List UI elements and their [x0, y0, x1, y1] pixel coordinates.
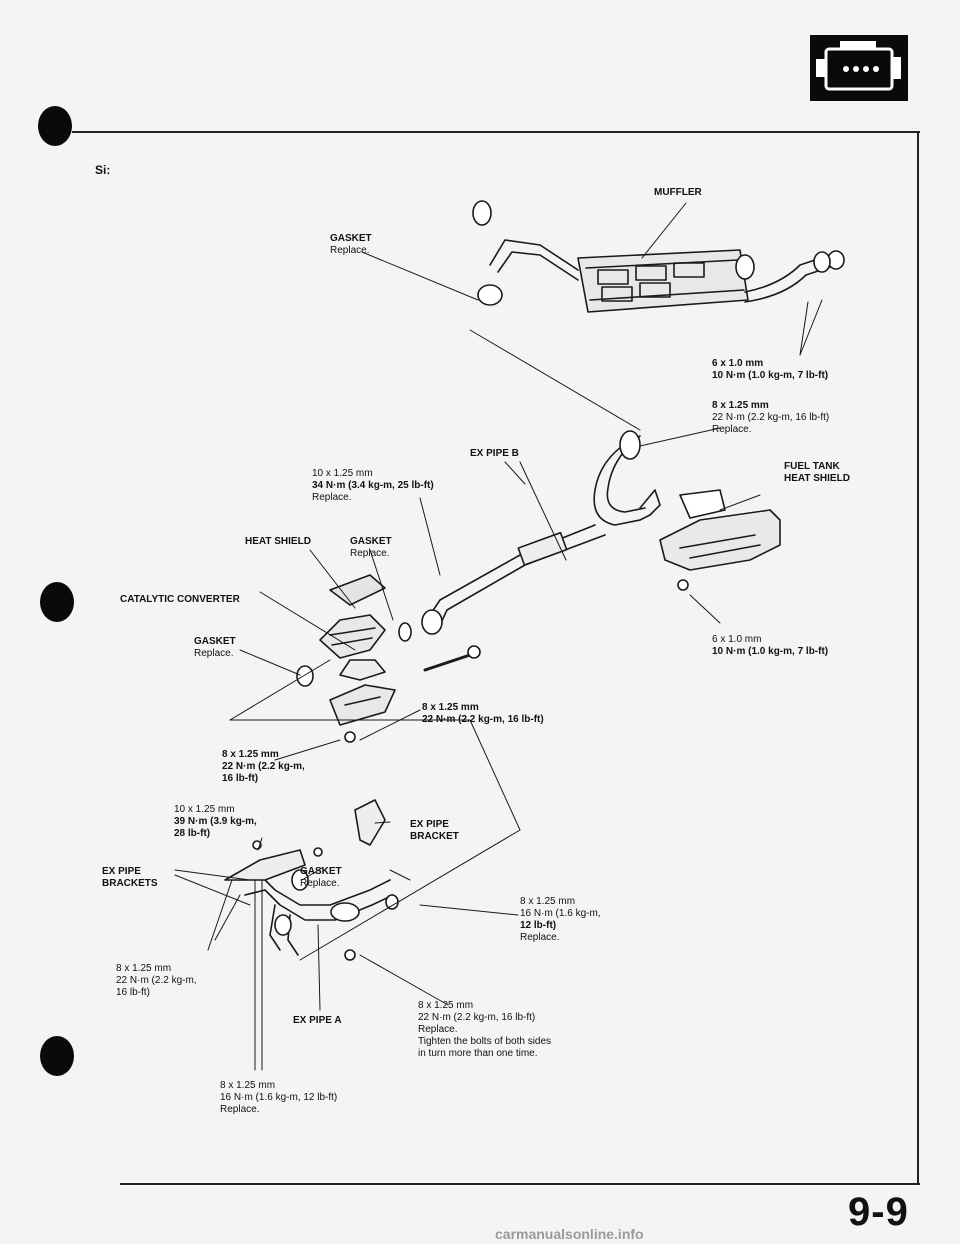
bolt-8x125-tighten-note: Replace.	[418, 1024, 458, 1035]
gasket-top-name: GASKET	[330, 233, 372, 244]
ex-pipe-b-part	[421, 430, 661, 635]
bolt-6x10-right-callout: 6 x 1.0 mm 10 N·m (1.0 kg-m, 7 lb-ft)	[712, 634, 828, 658]
bolt-8x125-16-note: Replace.	[520, 932, 560, 943]
bolt-10x125-34-torque: 34 N·m (3.4 kg-m, 25 lb-ft)	[312, 480, 434, 491]
gasket-left-note: Replace.	[194, 648, 234, 659]
section-label: Si:	[95, 163, 111, 177]
gasket-left-name: GASKET	[194, 636, 236, 647]
bolt-8x125-top-callout: 8 x 1.25 mm 22 N·m (2.2 kg-m, 16 lb-ft) …	[712, 400, 829, 436]
muffler-part	[489, 239, 845, 313]
bolt-8x125-16-torque1: 16 N·m (1.6 kg-m,	[520, 908, 601, 919]
watermark-text: carmanualsonline.info	[495, 1226, 644, 1242]
bolt-10x125-39-torque1: 39 N·m (3.9 kg-m,	[174, 816, 257, 827]
bolt-8x125-tighten-callout: 8 x 1.25 mm 22 N·m (2.2 kg-m, 16 lb-ft) …	[418, 1000, 551, 1060]
muffler-label: MUFFLER	[654, 187, 702, 198]
page-number: 9-9	[848, 1190, 909, 1234]
gasket-top-note: Replace.	[330, 245, 370, 256]
bolt-8x125-lowleft-torque2: 16 lb-ft)	[116, 987, 150, 998]
bolt-8x125-top-size: 8 x 1.25 mm	[712, 400, 769, 411]
bolt-6x10-top-torque: 10 N·m (1.0 kg-m, 7 lb-ft)	[712, 370, 829, 381]
bolt-6x10-right-torque: 10 N·m (1.0 kg-m, 7 lb-ft)	[712, 646, 829, 657]
engine-icon	[816, 41, 901, 91]
heat-shield-label: HEAT SHIELD	[245, 536, 311, 547]
bolt-8x125-left-callout: 8 x 1.25 mm 22 N·m (2.2 kg-m, 16 lb-ft)	[222, 749, 305, 785]
ex-pipe-bracket-part	[354, 799, 386, 846]
fuel-tank-heat-shield-part	[659, 489, 781, 571]
bolt-10x125-34-note: Replace.	[312, 492, 352, 503]
gasket-top-callout: GASKET Replace.	[330, 233, 372, 257]
bolt-8x125-lowleft-size: 8 x 1.25 mm	[116, 963, 172, 974]
gasket-left-callout: GASKET Replace.	[194, 636, 236, 660]
bolt-8x125-bottom-callout: 8 x 1.25 mm 16 N·m (1.6 kg-m, 12 lb-ft) …	[220, 1080, 337, 1116]
bolt-8x125-mid-callout: 8 x 1.25 mm 22 N·m (2.2 kg-m, 16 lb-ft)	[422, 702, 544, 726]
bolt-8x125-bottom-note: Replace.	[220, 1104, 260, 1115]
bolt-8x125-16-size: 8 x 1.25 mm	[520, 896, 576, 907]
gasket-mid-name: GASKET	[350, 536, 392, 547]
bolt-8x125-top-note: Replace.	[712, 424, 752, 435]
gasket-mid-callout: GASKET Replace.	[350, 536, 392, 560]
gasket-top-part	[472, 200, 492, 226]
fuel-tank-heat-shield-callout: FUEL TANK HEAT SHIELD	[784, 461, 850, 485]
bolt-8x125-top-torque: 22 N·m (2.2 kg-m, 16 lb-ft)	[712, 412, 830, 423]
bolt-8x125-left-size: 8 x 1.25 mm	[222, 749, 279, 760]
ex-pipe-b-label: EX PIPE B	[470, 448, 519, 459]
ex-pipe-brackets-line2: BRACKETS	[102, 878, 158, 889]
bolt-8x125-tighten-size: 8 x 1.25 mm	[418, 1000, 474, 1011]
bolt-8x125-mid-size: 8 x 1.25 mm	[422, 702, 479, 713]
bolt-10x125-39-callout: 10 x 1.25 mm 39 N·m (3.9 kg-m, 28 lb-ft)	[174, 804, 257, 840]
bolt-8x125-lowleft-callout: 8 x 1.25 mm 22 N·m (2.2 kg-m, 16 lb-ft)	[116, 963, 197, 999]
bolt-6x10-top-callout: 6 x 1.0 mm 10 N·m (1.0 kg-m, 7 lb-ft)	[712, 358, 828, 382]
gasket-low-note: Replace.	[300, 878, 340, 889]
binder-hole-1	[38, 106, 72, 146]
bolt-10x125-34-size: 10 x 1.25 mm	[312, 468, 373, 479]
fuel-tank-label-line1: FUEL TANK	[784, 461, 840, 472]
fuel-tank-label-line2: HEAT SHIELD	[784, 473, 850, 484]
catalytic-converter-part	[296, 574, 412, 687]
frame-top-rule	[72, 131, 920, 133]
ex-pipe-bracket-callout: EX PIPE BRACKET	[410, 819, 459, 843]
binder-hole-2	[40, 582, 74, 622]
bolt-8x125-tighten-line4: Tighten the bolts of both sides	[418, 1036, 552, 1047]
catalytic-converter-label: CATALYTIC CONVERTER	[120, 594, 240, 605]
bolt-8x125-bottom-torque: 16 N·m (1.6 kg-m, 12 lb-ft)	[220, 1092, 338, 1103]
bolt-8x125-mid-torque: 22 N·m (2.2 kg-m, 16 lb-ft)	[422, 714, 544, 725]
ex-pipe-brackets-line1: EX PIPE	[102, 866, 141, 877]
ex-pipe-bracket-line1: EX PIPE	[410, 819, 449, 830]
bolt-6x10-right-size: 6 x 1.0 mm	[712, 634, 762, 645]
gasket-mid-note: Replace.	[350, 548, 390, 559]
bolt-10x125-39-torque2: 28 lb-ft)	[174, 828, 211, 839]
ex-pipe-brackets-part	[224, 849, 306, 881]
bolt-8x125-tighten-line5: in turn more than one time.	[418, 1048, 538, 1059]
bolt-8x125-tighten-torque: 22 N·m (2.2 kg-m, 16 lb-ft)	[418, 1012, 536, 1023]
bolt-10x125-39-size: 10 x 1.25 mm	[174, 804, 235, 815]
frame-right-rule	[917, 131, 919, 1185]
bolt-8x125-16-callout: 8 x 1.25 mm 16 N·m (1.6 kg-m, 12 lb-ft) …	[520, 896, 601, 944]
gasket-low-name: GASKET	[300, 866, 342, 877]
frame-bottom-rule	[120, 1183, 920, 1185]
bolt-8x125-lowleft-torque1: 22 N·m (2.2 kg-m,	[116, 975, 197, 986]
ex-pipe-brackets-callout: EX PIPE BRACKETS	[102, 866, 158, 890]
ex-pipe-bracket-line2: BRACKET	[410, 831, 459, 842]
bolt-6x10-top-size: 6 x 1.0 mm	[712, 358, 764, 369]
gasket-low-callout: GASKET Replace.	[300, 866, 342, 890]
bolt-8x125-bottom-size: 8 x 1.25 mm	[220, 1080, 276, 1091]
bolt-10x125-34-callout: 10 x 1.25 mm 34 N·m (3.4 kg-m, 25 lb-ft)…	[312, 468, 434, 504]
bolt-8x125-left-torque1: 22 N·m (2.2 kg-m,	[222, 761, 305, 772]
bolt-8x125-16-torque2: 12 lb-ft)	[520, 920, 557, 931]
engine-section-badge	[810, 35, 908, 101]
ex-pipe-a-label: EX PIPE A	[293, 1015, 342, 1026]
binder-hole-3	[40, 1036, 74, 1076]
bolt-8x125-left-torque2: 16 lb-ft)	[222, 773, 259, 784]
